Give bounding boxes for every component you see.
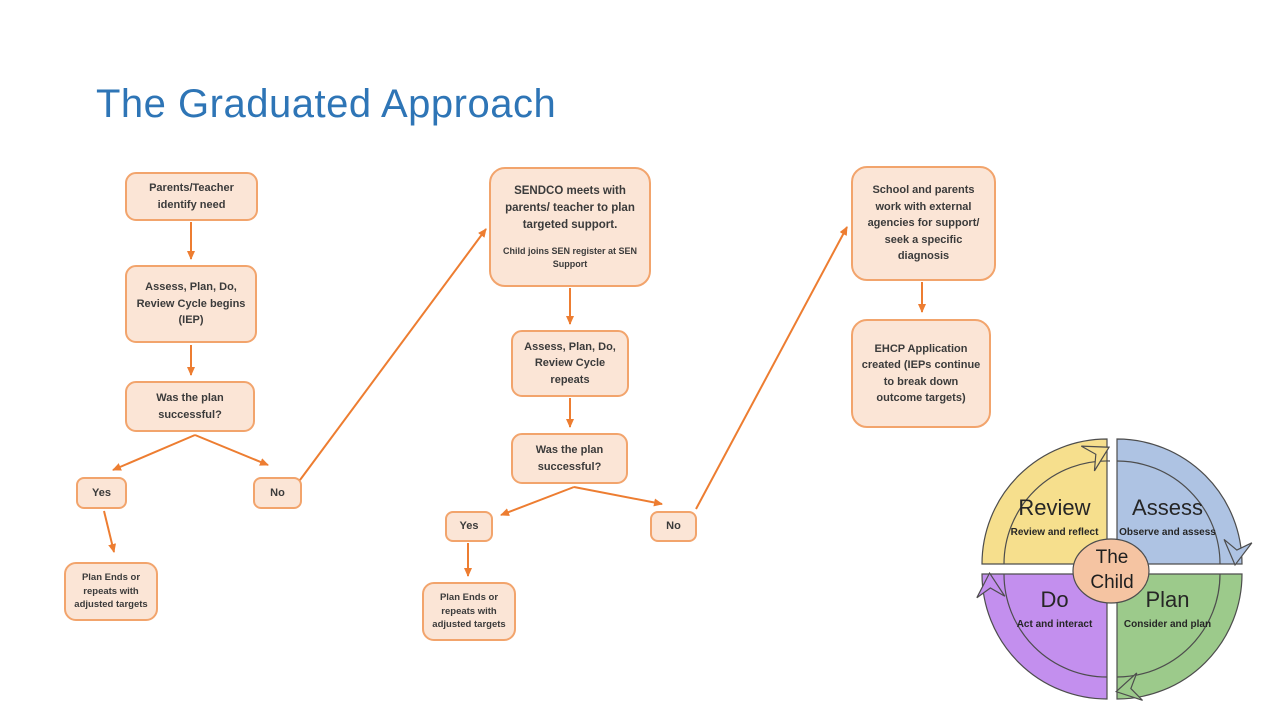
plan-subtitle: Consider and plan bbox=[1123, 619, 1212, 631]
do-title: Do bbox=[1040, 587, 1069, 612]
connector-question1-to-no1 bbox=[194, 434, 269, 466]
box-plan-ends-1: Plan Ends or repeats with adjusted targe… bbox=[64, 562, 158, 621]
assess-subtitle: Observe and assess bbox=[1119, 527, 1216, 539]
box-sendco-sub: Child joins SEN register at SEN Support bbox=[502, 246, 638, 270]
connector-no1-to-sendco bbox=[299, 228, 487, 481]
box-cycle-repeats: Assess, Plan, Do, Review Cycle repeats bbox=[511, 330, 629, 397]
box-plan-successful-1: Was the plan successful? bbox=[125, 381, 255, 432]
connector-question2-to-yes2 bbox=[500, 486, 575, 516]
review-subtitle: Review and reflect bbox=[1010, 527, 1099, 539]
box-plan-ends-2: Plan Ends or repeats with adjusted targe… bbox=[422, 582, 516, 641]
connector-question1-to-yes1 bbox=[112, 434, 196, 471]
connector-no2-to-agencies bbox=[695, 226, 848, 510]
box-external-agencies: School and parents work with external ag… bbox=[851, 166, 996, 281]
child-center-line2: Child bbox=[1090, 571, 1134, 593]
box-no-1: No bbox=[253, 477, 302, 509]
child-center-label: The Child bbox=[1073, 546, 1151, 595]
page-title: The Graduated Approach bbox=[96, 82, 557, 126]
connector-yes1-to-end1 bbox=[103, 510, 116, 553]
connector-question2-to-no2 bbox=[573, 486, 663, 507]
box-identify-need: Parents/Teacher identify need bbox=[125, 172, 258, 221]
box-yes-1: Yes bbox=[76, 477, 127, 509]
assess-arrowhead-icon bbox=[1223, 538, 1253, 567]
box-ehcp-application: EHCP Application created (IEPs continue … bbox=[851, 319, 991, 428]
review-arrowhead-icon bbox=[1081, 445, 1111, 472]
review-label: Review Review and reflect bbox=[992, 495, 1117, 539]
box-plan-successful-2: Was the plan successful? bbox=[511, 433, 628, 484]
plan-arrowhead-icon bbox=[1115, 672, 1143, 701]
child-center-line1: The bbox=[1095, 547, 1129, 568]
do-subtitle: Act and interact bbox=[1016, 619, 1093, 631]
box-sendco: SENDCO meets with parents/ teacher to pl… bbox=[489, 167, 651, 287]
assess-title: Assess bbox=[1132, 495, 1203, 520]
box-yes-2: Yes bbox=[445, 511, 493, 542]
box-cycle-begins: Assess, Plan, Do, Review Cycle begins (I… bbox=[125, 265, 257, 343]
box-sendco-main: SENDCO meets with parents/ teacher to pl… bbox=[505, 184, 635, 232]
assess-label: Assess Observe and assess bbox=[1105, 495, 1230, 539]
review-title: Review bbox=[1018, 495, 1091, 520]
plan-label: Plan Consider and plan bbox=[1105, 587, 1230, 631]
box-no-2: No bbox=[650, 511, 697, 542]
plan-title: Plan bbox=[1145, 587, 1190, 612]
do-label: Do Act and interact bbox=[992, 587, 1117, 631]
